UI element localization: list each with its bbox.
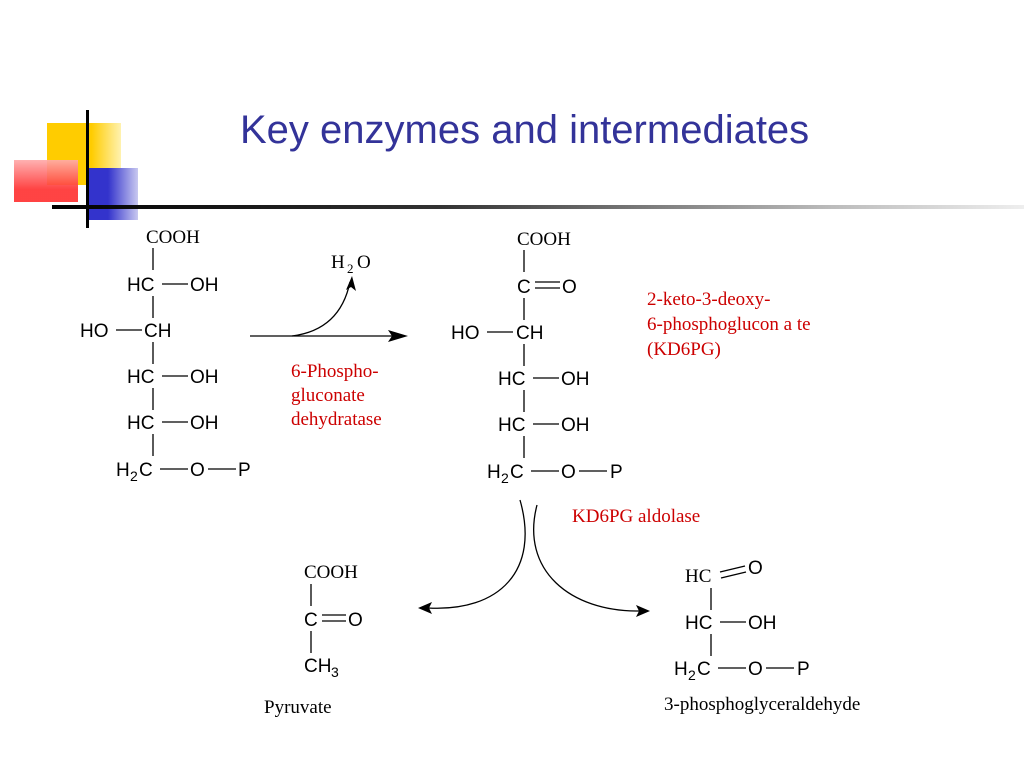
arrowhead-pyruvate	[418, 602, 432, 614]
kd6pg-r5-o: O	[561, 462, 576, 483]
enzyme1-label: 6-Phospho- gluconate dehydratase	[291, 361, 382, 430]
kd6pg-r2-left: HO	[451, 323, 480, 344]
pyruvate-ch-sub: 3	[331, 664, 339, 680]
kd6pg-name-label: 2-keto-3-deoxy- 6-phosphoglucon a te (KD…	[647, 289, 811, 360]
reaction-arrowhead	[388, 330, 408, 342]
deco-vertical-line	[86, 110, 89, 228]
g3p-r2-c: C	[697, 659, 711, 680]
pyruvate-ch: CH	[304, 656, 331, 677]
pyruvate-cooh: COOH	[304, 562, 358, 583]
dehydration-arrow: H 2 O	[250, 252, 408, 342]
kd6pg-r4-right: OH	[561, 415, 590, 436]
g3p-r0-right: O	[748, 558, 763, 579]
kd6pg-name-line1: 2-keto-3-deoxy-	[647, 289, 770, 310]
arrow-to-pyruvate	[427, 499, 526, 609]
water-h: H	[331, 252, 345, 273]
enzyme1-line3: dehydratase	[291, 409, 382, 430]
kd6pg-structure: COOH C O HO CH HC OH HC OH H 2 C O P	[451, 229, 623, 486]
substrate-r4-right: OH	[190, 413, 219, 434]
slide-title: Key enzymes and intermediates	[240, 108, 810, 152]
water-release-curve	[291, 281, 351, 337]
g3p-r1-left: HC	[685, 613, 712, 634]
aldolase-arrows	[418, 499, 650, 617]
substrate-r5-p: P	[238, 460, 251, 481]
kd6pg-r3-left: HC	[498, 369, 525, 390]
substrate-structure: COOH HC OH HO CH HC OH HC OH H 2 C O P	[80, 227, 251, 484]
kd6pg-r5-p: P	[610, 462, 623, 483]
g3p-r2-p: P	[797, 659, 810, 680]
pyruvate-name: Pyruvate	[264, 697, 332, 718]
kd6pg-name-line2: 6-phosphoglucon a te	[647, 314, 811, 335]
deco-blue-square	[88, 168, 138, 220]
arrowhead-g3p	[636, 605, 650, 617]
kd6pg-r1-left: C	[517, 277, 531, 298]
g3p-r2-h: H	[674, 659, 688, 680]
enzyme1-line1: 6-Phospho-	[291, 361, 379, 382]
kd6pg-r1-right: O	[562, 277, 577, 298]
water-arrowhead	[346, 276, 356, 291]
bond	[719, 565, 746, 573]
substrate-r3-left: HC	[127, 367, 154, 388]
g3p-r2-sub: 2	[688, 667, 696, 683]
substrate-r2-left: HO	[80, 321, 109, 342]
water-sub: 2	[347, 261, 354, 276]
substrate-r5-sub: 2	[130, 468, 138, 484]
substrate-r3-right: OH	[190, 367, 219, 388]
substrate-r2-right: CH	[144, 321, 171, 342]
kd6pg-r2-right: CH	[516, 323, 543, 344]
deco-red-square	[14, 160, 78, 202]
kd6pg-r5-h: H	[487, 462, 501, 483]
enzyme2-label: KD6PG aldolase	[572, 506, 700, 527]
substrate-r4-left: HC	[127, 413, 154, 434]
pyruvate-r1-right: O	[348, 610, 363, 631]
kd6pg-name-line3: (KD6PG)	[647, 339, 721, 360]
g3p-r2-o: O	[748, 659, 763, 680]
g3p-name: 3-phosphoglyceraldehyde	[664, 694, 860, 715]
substrate-r5-h: H	[116, 460, 130, 481]
g3p-structure: HC O HC OH H 2 C O P	[674, 558, 810, 683]
substrate-r1-left: HC	[127, 275, 154, 296]
substrate-cooh: COOH	[146, 227, 200, 248]
substrate-r5-c: C	[139, 460, 153, 481]
kd6pg-cooh: COOH	[517, 229, 571, 250]
substrate-r5-o: O	[190, 460, 205, 481]
water-o: O	[357, 252, 371, 273]
pyruvate-r1-left: C	[304, 610, 318, 631]
g3p-r0-left: HC	[685, 566, 711, 587]
arrow-to-g3p	[533, 504, 641, 612]
title-underline	[52, 205, 1024, 209]
substrate-r1-right: OH	[190, 275, 219, 296]
enzyme1-line2: gluconate	[291, 385, 365, 406]
kd6pg-r5-c: C	[510, 462, 524, 483]
pyruvate-structure: COOH C O CH 3	[304, 562, 363, 680]
kd6pg-r4-left: HC	[498, 415, 525, 436]
bond	[720, 571, 747, 579]
kd6pg-r3-right: OH	[561, 369, 590, 390]
kd6pg-r5-sub: 2	[501, 470, 509, 486]
g3p-r1-right: OH	[748, 613, 777, 634]
